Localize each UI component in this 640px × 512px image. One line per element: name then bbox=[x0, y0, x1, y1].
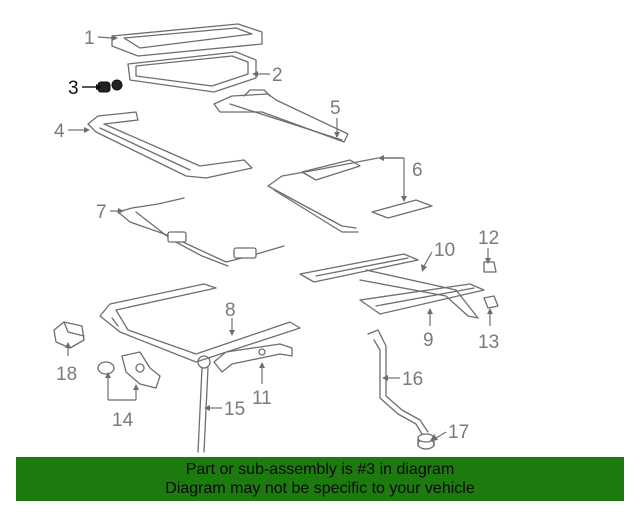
callout-14: 14 bbox=[112, 410, 134, 431]
callout-6: 6 bbox=[412, 160, 423, 181]
part-2-seal[interactable] bbox=[127, 51, 257, 93]
callout-9: 9 bbox=[423, 330, 434, 351]
callout-11: 11 bbox=[252, 388, 272, 409]
callout-17: 17 bbox=[448, 422, 469, 443]
callout-7: 7 bbox=[96, 202, 107, 223]
banner-line-2: Diagram may not be specific to your vehi… bbox=[165, 480, 475, 497]
callout-8: 8 bbox=[225, 300, 236, 321]
leader-lines bbox=[65, 35, 493, 441]
part-1-glass-panel[interactable] bbox=[111, 23, 263, 57]
callout-10: 10 bbox=[434, 240, 455, 261]
part-9-deflector[interactable] bbox=[359, 283, 485, 315]
callout-5: 5 bbox=[330, 98, 341, 119]
info-banner: Part or sub-assembly is #3 in diagram Di… bbox=[16, 457, 624, 501]
part-8-housing[interactable] bbox=[99, 283, 301, 363]
callout-12: 12 bbox=[478, 228, 499, 249]
callout-15: 15 bbox=[224, 399, 245, 420]
callout-3: 3 bbox=[68, 78, 79, 99]
parts-diagram: 1 2 3 4 5 6 7 8 9 10 11 12 13 14 15 16 1… bbox=[53, 23, 499, 453]
callout-2: 2 bbox=[272, 65, 283, 86]
part-10-wind-deflector[interactable] bbox=[299, 253, 479, 319]
callout-16: 16 bbox=[402, 369, 423, 390]
part-3-bolt[interactable] bbox=[97, 79, 123, 93]
part-14-motor[interactable] bbox=[97, 351, 161, 389]
banner-line-1: Part or sub-assembly is #3 in diagram bbox=[185, 461, 455, 478]
part-6-drain-assembly[interactable] bbox=[267, 157, 433, 233]
callout-labels: 1 2 3 4 5 6 7 8 9 10 11 12 13 14 15 16 1… bbox=[54, 28, 499, 443]
callout-18: 18 bbox=[56, 364, 77, 385]
part-18-switch[interactable] bbox=[53, 321, 85, 349]
part-7-drive-cable[interactable] bbox=[117, 197, 285, 267]
part-16-drain-hose[interactable] bbox=[367, 329, 429, 435]
callout-4: 4 bbox=[54, 121, 65, 142]
part-5-rail[interactable] bbox=[213, 89, 349, 143]
callout-1: 1 bbox=[84, 28, 95, 49]
part-13-cap[interactable] bbox=[483, 295, 499, 309]
part-11-bracket[interactable] bbox=[213, 343, 293, 373]
part-17-grommet[interactable] bbox=[417, 433, 435, 450]
part-12-clip[interactable] bbox=[483, 261, 497, 273]
callout-13: 13 bbox=[478, 332, 499, 353]
part-4-frame[interactable] bbox=[87, 111, 253, 179]
part-15-drain-hose[interactable] bbox=[197, 355, 211, 453]
